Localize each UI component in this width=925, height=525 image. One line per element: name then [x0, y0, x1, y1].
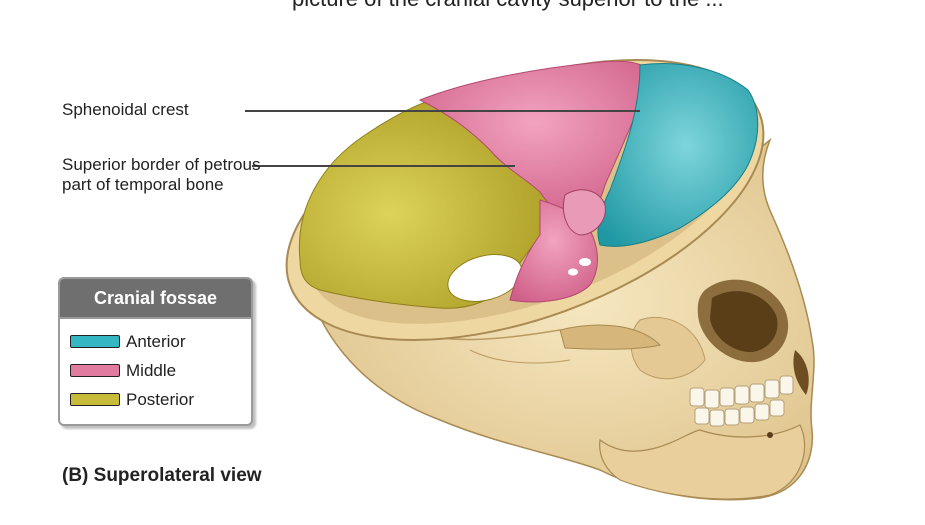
middle-fossa: [418, 60, 651, 216]
legend-label-middle: Middle: [126, 360, 177, 380]
legend-item-middle: Middle: [70, 356, 251, 385]
legend-item-anterior: Anterior: [70, 327, 251, 356]
mandible: [599, 424, 806, 500]
clipped-header-text: picture of the cranial cavity superior t…: [292, 0, 724, 12]
figure-caption: (B) Superolateral view: [62, 465, 262, 486]
legend-label-posterior: Posterior: [126, 389, 195, 409]
anterior-fossa: [597, 63, 759, 247]
legend-title: Cranial fossae: [60, 279, 251, 319]
legend: Cranial fossae Anterior Middle Posterior: [58, 277, 253, 426]
legend-item-posterior: Posterior: [70, 385, 251, 414]
swatch-anterior: [70, 335, 120, 348]
legend-label-anterior: Anterior: [126, 331, 186, 351]
swatch-middle: [70, 364, 120, 377]
label-superior-border: Superior border of petrous part of tempo…: [62, 155, 261, 194]
cranial-cavity: [298, 60, 759, 309]
label-sphenoidal-crest: Sphenoidal crest: [62, 100, 189, 119]
swatch-posterior: [70, 393, 120, 406]
teeth: [689, 375, 794, 427]
